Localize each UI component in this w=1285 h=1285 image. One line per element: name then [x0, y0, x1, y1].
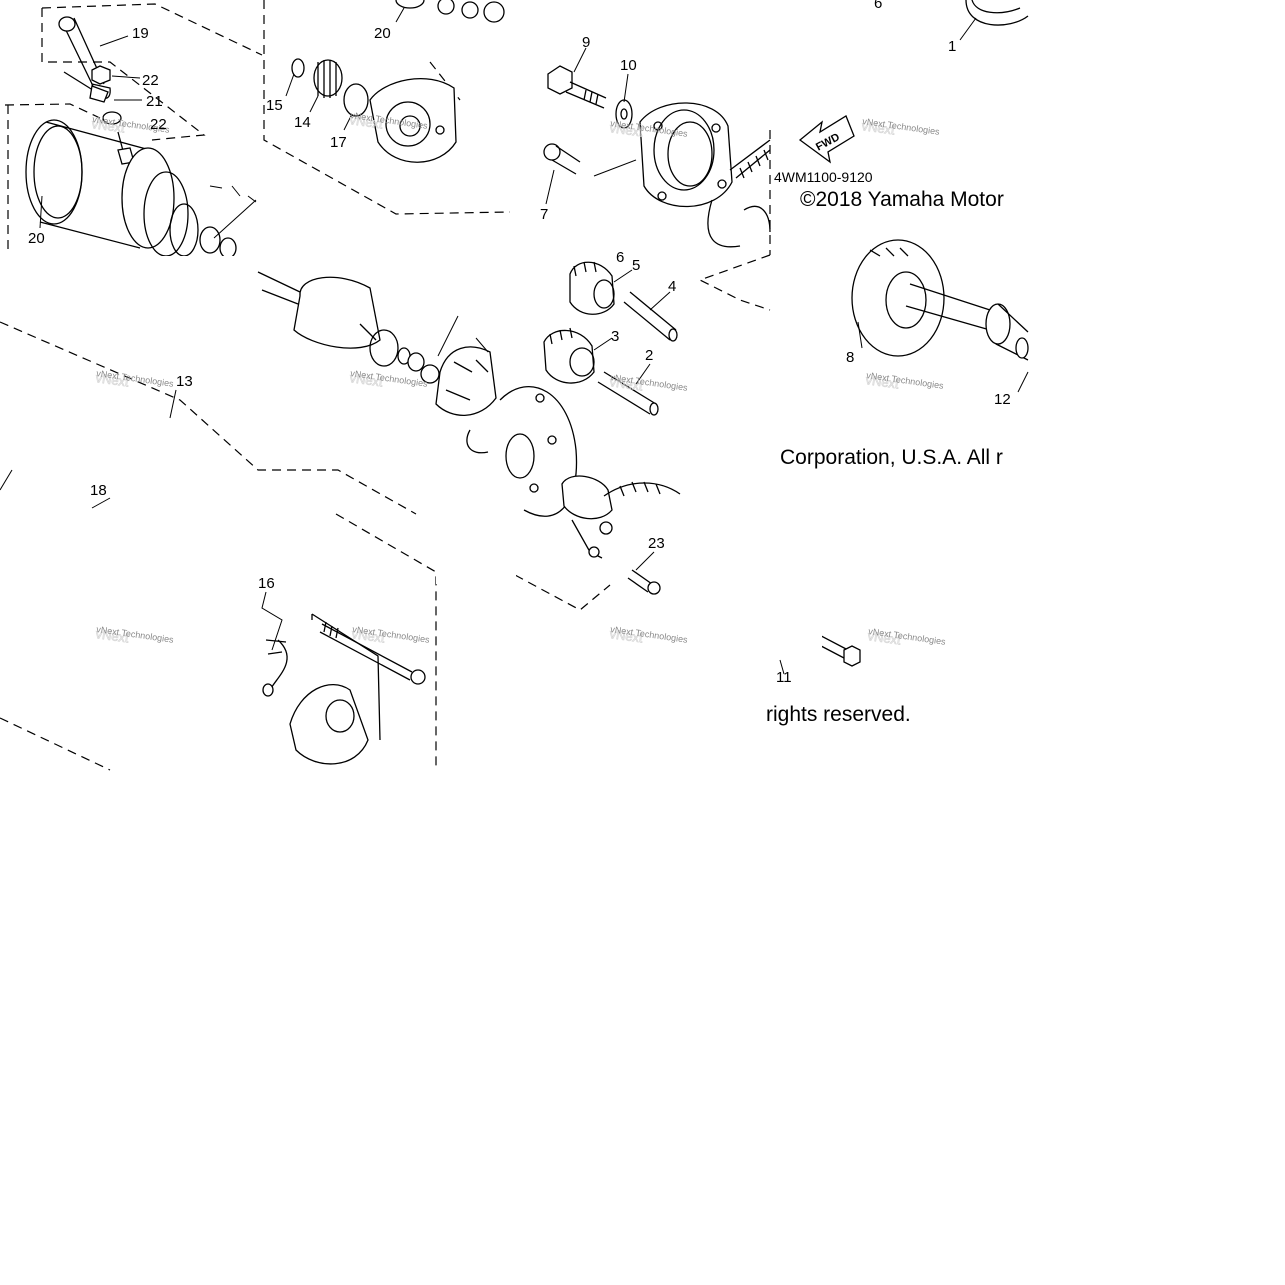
svg-text:vNext: vNext — [95, 626, 130, 646]
callout-2: 2 — [645, 347, 653, 364]
svg-text:vNext: vNext — [91, 116, 126, 136]
callout-5: 5 — [632, 257, 640, 274]
callout-21: 21 — [146, 93, 163, 110]
svg-text:vNext: vNext — [867, 628, 902, 648]
callout-20b: 20 — [374, 25, 391, 42]
callout-6b: 6 — [874, 0, 882, 12]
svg-text:vNext: vNext — [609, 374, 644, 394]
callout-12: 12 — [994, 391, 1011, 408]
part-3-gear — [543, 327, 595, 384]
callout-6: 6 — [616, 249, 624, 266]
part-9-10-bolt-washer — [547, 65, 633, 129]
part-armature — [257, 271, 440, 384]
part-23-bolt — [627, 569, 661, 595]
svg-text:vNext: vNext — [349, 112, 384, 132]
callout-14: 14 — [294, 114, 311, 131]
part-19-cap — [58, 16, 111, 99]
copyright-line-1: ©2018 Yamaha Motor — [800, 188, 1004, 211]
svg-text:vNext: vNext — [349, 370, 384, 390]
callout-22: 22 — [142, 72, 159, 89]
part-20-yoke — [25, 119, 257, 259]
callout-16: 16 — [258, 575, 275, 592]
part-code: 4WM1100-9120 — [774, 169, 873, 185]
part-commutator-plate — [499, 385, 578, 517]
callout-19: 19 — [132, 25, 149, 42]
part-4-shaft — [623, 291, 678, 342]
part-lever-assembly — [561, 475, 681, 559]
callout-numbers: 19 22 21 22 20 15 14 17 20 9 10 7 6 5 4 … — [28, 0, 1011, 686]
callout-4: 4 — [668, 278, 676, 295]
part-5-gear — [569, 261, 615, 315]
callout-15: 15 — [266, 97, 283, 114]
group-boundaries — [0, 0, 771, 771]
svg-text:vNext: vNext — [609, 626, 644, 646]
callout-1: 1 — [948, 38, 956, 55]
callout-17: 17 — [330, 134, 347, 151]
part-2-shaft — [597, 371, 659, 416]
svg-text:vNext: vNext — [95, 370, 130, 390]
callout-7: 7 — [540, 206, 548, 223]
callout-10: 10 — [620, 57, 637, 74]
svg-text:vNext: vNext — [609, 120, 644, 140]
callout-22b: 22 — [150, 116, 167, 133]
svg-text:vNext: vNext — [351, 626, 386, 646]
callout-9: 9 — [582, 34, 590, 51]
part-7-screw — [543, 143, 581, 175]
copyright-line-3: rights reserved. — [766, 703, 911, 726]
svg-text:vNext: vNext — [861, 118, 896, 138]
part-1-6-ring — [965, 0, 1029, 26]
part-long-bolt — [319, 621, 426, 685]
fwd-arrow-icon — [798, 115, 855, 164]
part-21-22-terminal — [63, 65, 135, 165]
callout-18: 18 — [90, 482, 107, 499]
part-brush-holder — [435, 346, 497, 454]
part-14-15-17-bearing-cover — [291, 0, 505, 163]
callout-23: 23 — [648, 535, 665, 552]
svg-text:vNext: vNext — [865, 372, 900, 392]
callout-20: 20 — [28, 230, 45, 247]
part-8-drive-shaft — [851, 239, 1029, 361]
part-rear-cover — [289, 613, 381, 765]
callout-11: 11 — [776, 669, 792, 686]
callout-8: 8 — [846, 349, 854, 366]
copyright-line-2: Corporation, U.S.A. All r — [780, 446, 1003, 469]
callout-3: 3 — [611, 328, 619, 345]
leader-lines — [0, 7, 1029, 675]
callout-13: 13 — [176, 373, 193, 390]
part-16-brush-lead — [262, 639, 288, 697]
part-6-bearing-housing — [639, 102, 771, 248]
